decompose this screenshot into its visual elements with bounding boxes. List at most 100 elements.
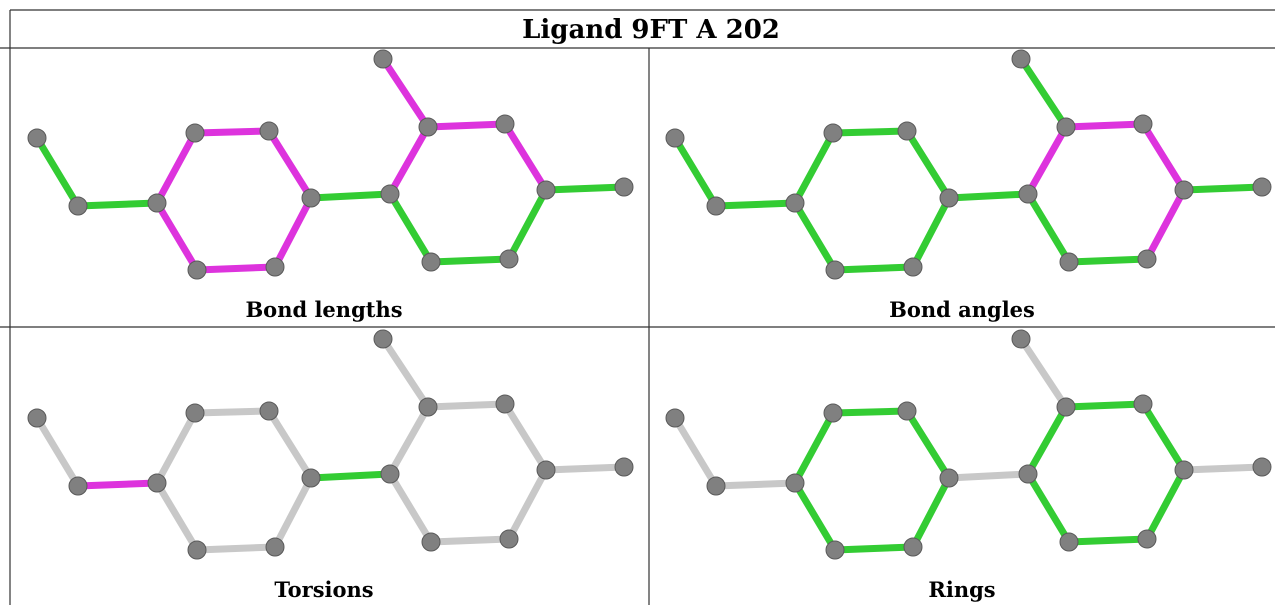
bond (1062, 400, 1147, 411)
atom (380, 184, 400, 204)
bond (712, 199, 799, 210)
bond (1065, 255, 1151, 266)
bond (1024, 123, 1070, 198)
atom (499, 249, 519, 269)
atom (825, 540, 845, 560)
bond (191, 407, 273, 417)
bond (903, 127, 953, 202)
atom (1174, 180, 1194, 200)
bond (193, 543, 279, 554)
bond (1143, 186, 1188, 263)
atom (939, 468, 959, 488)
bond (1017, 335, 1070, 411)
atom (1252, 177, 1272, 197)
atom (706, 196, 726, 216)
bond (505, 466, 550, 543)
bond (671, 414, 720, 490)
bond (791, 409, 837, 487)
atom (265, 257, 285, 277)
bond (945, 190, 1032, 202)
bond (903, 407, 953, 482)
panel-caption-bond-angles: Bond angles (889, 297, 1035, 322)
bond (193, 263, 279, 274)
atom (1133, 394, 1153, 414)
bond (386, 403, 432, 478)
bond (1180, 463, 1266, 474)
atom (373, 329, 393, 349)
bond (271, 474, 315, 551)
panel-rings: Rings (665, 329, 1272, 602)
panel-caption-bond-lengths: Bond lengths (245, 297, 402, 322)
atom (1252, 457, 1272, 477)
bond (1062, 120, 1147, 131)
bond (33, 134, 82, 210)
bond (271, 194, 315, 271)
atom (785, 193, 805, 213)
bond (909, 474, 953, 551)
atom (301, 468, 321, 488)
atom (265, 537, 285, 557)
bond-lengths-atoms (27, 49, 634, 280)
bond (386, 470, 435, 546)
bond (909, 194, 953, 271)
bond (74, 199, 161, 210)
atom (1133, 114, 1153, 134)
atom (665, 408, 685, 428)
atom (825, 260, 845, 280)
bond (1139, 400, 1188, 474)
atom (499, 529, 519, 549)
atom (536, 460, 556, 480)
bond (427, 535, 513, 546)
atom (897, 401, 917, 421)
atom (1137, 249, 1157, 269)
atom (1018, 464, 1038, 484)
bond-lengths-bonds (33, 55, 628, 274)
bond (153, 409, 199, 487)
bond (505, 186, 550, 263)
bond (831, 263, 917, 274)
atom (301, 188, 321, 208)
bond (265, 407, 315, 482)
atom (495, 114, 515, 134)
atom (147, 193, 167, 213)
panel-torsions: Torsions (27, 329, 634, 602)
atom (68, 196, 88, 216)
bond (1180, 183, 1266, 194)
panel-caption-rings: Rings (928, 577, 995, 602)
bond (542, 183, 628, 194)
bond (542, 463, 628, 474)
atom (1137, 529, 1157, 549)
bond (153, 129, 199, 207)
bond (1143, 466, 1188, 543)
bond (1065, 535, 1151, 546)
bond (791, 199, 839, 274)
panel-caption-torsions: Torsions (274, 577, 373, 602)
bond (424, 120, 509, 131)
atom (536, 180, 556, 200)
bond (945, 470, 1032, 482)
bond (501, 120, 550, 194)
bond (829, 127, 911, 137)
atom (68, 476, 88, 496)
atom (614, 457, 634, 477)
figure-title: Ligand 9FT A 202 (522, 15, 780, 45)
bond (74, 479, 161, 490)
bond (829, 407, 911, 417)
bond (307, 190, 394, 202)
bond (427, 255, 513, 266)
atom (1056, 117, 1076, 137)
bond (671, 134, 720, 210)
bond (1139, 120, 1188, 194)
bond (379, 55, 432, 131)
atom (185, 403, 205, 423)
atom (421, 252, 441, 272)
atom (897, 121, 917, 141)
atom (185, 123, 205, 143)
atom (27, 128, 47, 148)
bond (424, 400, 509, 411)
panel-bond-angles: Bond angles (665, 49, 1272, 322)
bond (307, 470, 394, 482)
atom (665, 128, 685, 148)
bond (791, 129, 837, 207)
